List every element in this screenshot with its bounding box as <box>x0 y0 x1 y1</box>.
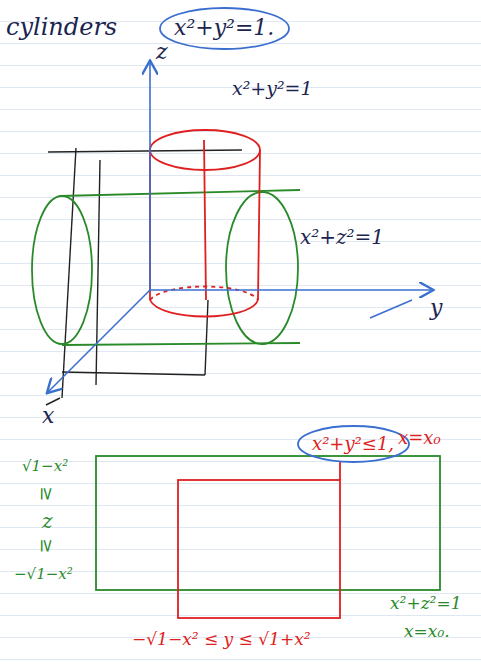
handwritten-label: z <box>42 510 53 532</box>
circle-outline <box>160 8 289 49</box>
equation-text: x²+y²=1. <box>174 16 274 40</box>
handwritten-label: cylinders <box>6 14 117 40</box>
circled-equation: x²+y²≤1, <box>296 424 411 464</box>
circle-outline <box>298 426 409 462</box>
handwritten-label: ≥ <box>38 538 58 553</box>
handwritten-label: y <box>430 296 442 320</box>
handwritten-label: x <box>42 404 54 428</box>
handwritten-label: −√1−x² <box>14 566 73 583</box>
handwritten-label: z <box>156 40 168 64</box>
handwritten-label: −√1−x² ≤ y ≤ √1+x² <box>132 630 311 649</box>
handwritten-label: x²+y²=1 <box>232 78 313 99</box>
handwritten-label: ≥ <box>38 486 58 501</box>
handwritten-label: x=x₀. <box>404 622 450 641</box>
circled-equation: x²+y²=1. <box>158 6 291 51</box>
handwritten-label: √1−x² <box>22 458 68 475</box>
handwritten-label: x²+z²=1 <box>390 594 461 613</box>
handwritten-label: x=x₀ <box>398 428 441 448</box>
equation-text: x²+y²≤1, <box>312 434 394 454</box>
handwritten-label: x²+z²=1 <box>300 226 384 248</box>
